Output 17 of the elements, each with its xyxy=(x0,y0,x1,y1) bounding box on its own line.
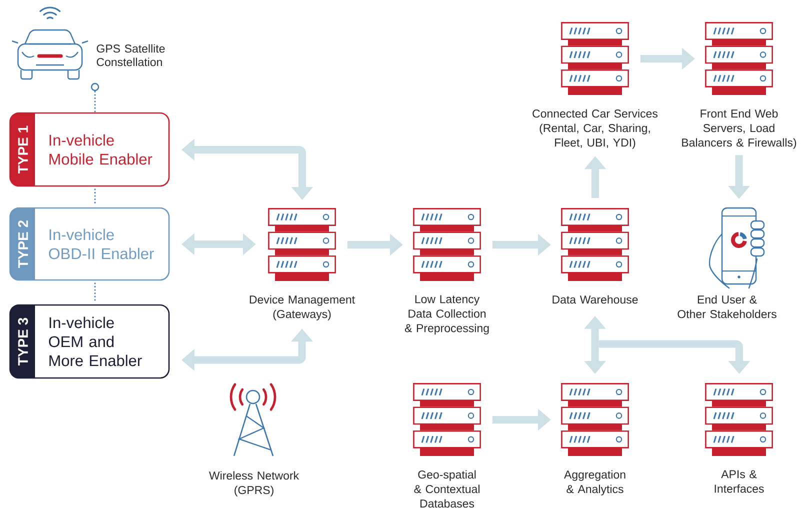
node-label: GPS Satellite Constellation xyxy=(96,44,165,66)
node-label: Device Management (Gateways) xyxy=(250,295,355,320)
type-tab: TYPE 2 xyxy=(10,208,35,280)
node-label: Data Warehouse xyxy=(552,295,638,304)
dotted-line xyxy=(94,90,96,113)
node-label: Wireless Network (GPRS) xyxy=(209,471,300,496)
node-label: Low Latency Data Collection & Preprocessing xyxy=(404,295,489,334)
node-label: Front End Web Servers, Load Balancers & Firewalls) xyxy=(682,109,796,149)
node-label: End User & Other Stakeholders xyxy=(678,295,776,318)
node-label: Geo-spatial & Contextual Databases xyxy=(414,470,480,508)
node-label: APIs & Interfaces xyxy=(714,470,764,493)
type-tab: TYPE 1 xyxy=(10,113,35,186)
node-label: Aggregation & Analytics xyxy=(564,470,626,496)
node-label: Connected Car Services (Rental, Car, Sharing, Fleet, UBI, YDI) xyxy=(532,109,658,149)
dotted-line xyxy=(94,188,96,206)
type-tab: TYPE 3 xyxy=(10,305,35,378)
dotted-line xyxy=(94,282,96,303)
